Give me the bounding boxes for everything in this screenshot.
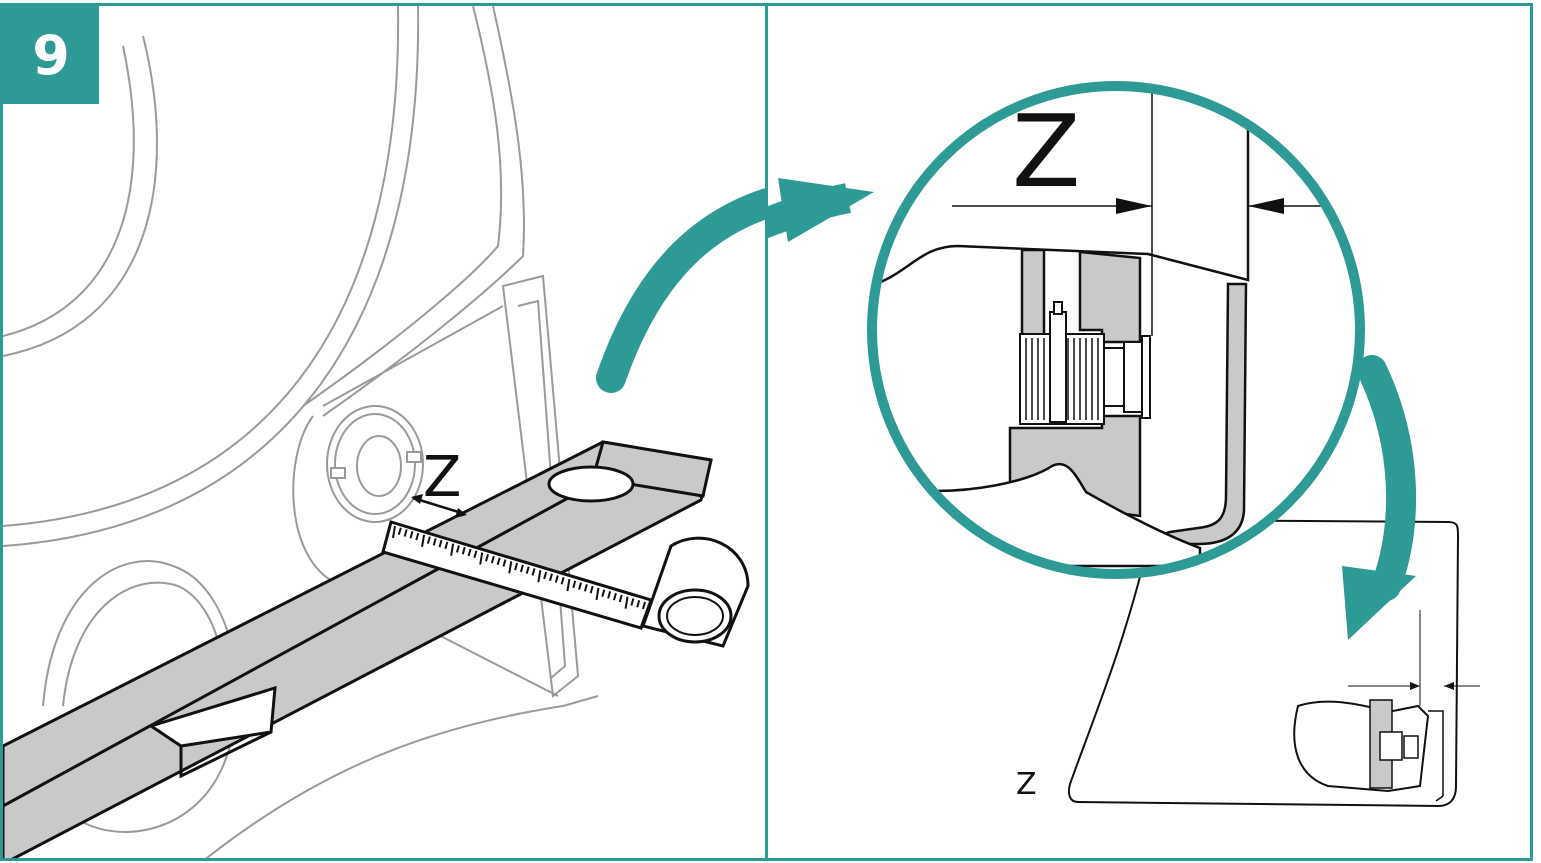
ruler-tick	[496, 557, 501, 566]
ruler-tick	[409, 531, 414, 539]
ruler-tick	[473, 550, 478, 559]
ruler-tick	[642, 601, 646, 610]
ruler-tick	[397, 527, 402, 536]
ruler-tick	[554, 575, 559, 583]
zoom-label-z: Z	[1012, 93, 1081, 210]
ruler-tick	[508, 561, 513, 574]
ruler-tick	[450, 543, 455, 556]
right-panel: Z	[765, 3, 1533, 861]
ruler-tick	[438, 539, 443, 548]
ruler-tick	[432, 538, 437, 546]
zoom-circle: Z	[867, 81, 1365, 579]
ruler-tick	[636, 599, 641, 608]
curved-arrow-down-icon	[1342, 355, 1417, 640]
ruler-tick	[485, 554, 489, 562]
ruler-tick	[560, 576, 565, 585]
ruler-tick	[537, 570, 542, 583]
spindle-nut	[326, 405, 424, 523]
ruler-tick	[601, 589, 606, 597]
ruler-ticks	[392, 525, 646, 610]
ruler-tick	[392, 525, 396, 539]
ruler-tick	[572, 580, 577, 589]
ruler-tick	[444, 541, 449, 550]
left-panel: 9	[0, 3, 768, 861]
ruler-tick	[514, 562, 519, 571]
ruler-tick	[461, 546, 466, 555]
media-holder-bar	[3, 440, 713, 858]
ruler-tick	[624, 596, 629, 609]
ruler-tick	[415, 532, 420, 541]
ruler-tick	[467, 548, 472, 557]
curved-arrow-right-icon	[596, 188, 765, 393]
ruler-tick	[490, 555, 495, 564]
ruler-tick	[426, 536, 431, 544]
measuring-ruler	[381, 520, 750, 648]
step-number-badge: 9	[3, 6, 99, 104]
ruler-tick	[479, 552, 484, 565]
ruler-tick	[549, 573, 553, 581]
ruler-tick	[589, 585, 594, 594]
printer-side-view: Z	[3, 6, 765, 858]
ruler-tick	[502, 559, 507, 567]
gap-label-z: Z	[423, 445, 461, 510]
ruler-tick	[543, 571, 548, 580]
ruler-tick	[519, 564, 524, 573]
inset-label-z: Z	[1016, 767, 1037, 802]
zoom-detail-view: Z	[768, 81, 1480, 808]
ruler-tick	[403, 529, 408, 537]
ruler-tick	[612, 592, 617, 601]
ruler-tick	[525, 566, 530, 574]
ruler-tick	[455, 545, 460, 553]
ruler-tick	[421, 534, 426, 548]
ruler-tick	[566, 578, 571, 592]
ruler-tick	[618, 594, 623, 603]
curved-arrow-head	[768, 178, 874, 242]
ruler-tick	[595, 587, 600, 601]
ruler-tick	[531, 568, 536, 576]
ruler-tick	[583, 584, 588, 592]
gap-dimension-arrow	[411, 494, 467, 518]
ruler-tick	[578, 582, 583, 590]
ruler-tick	[607, 591, 612, 599]
ruler-tick	[630, 598, 635, 606]
